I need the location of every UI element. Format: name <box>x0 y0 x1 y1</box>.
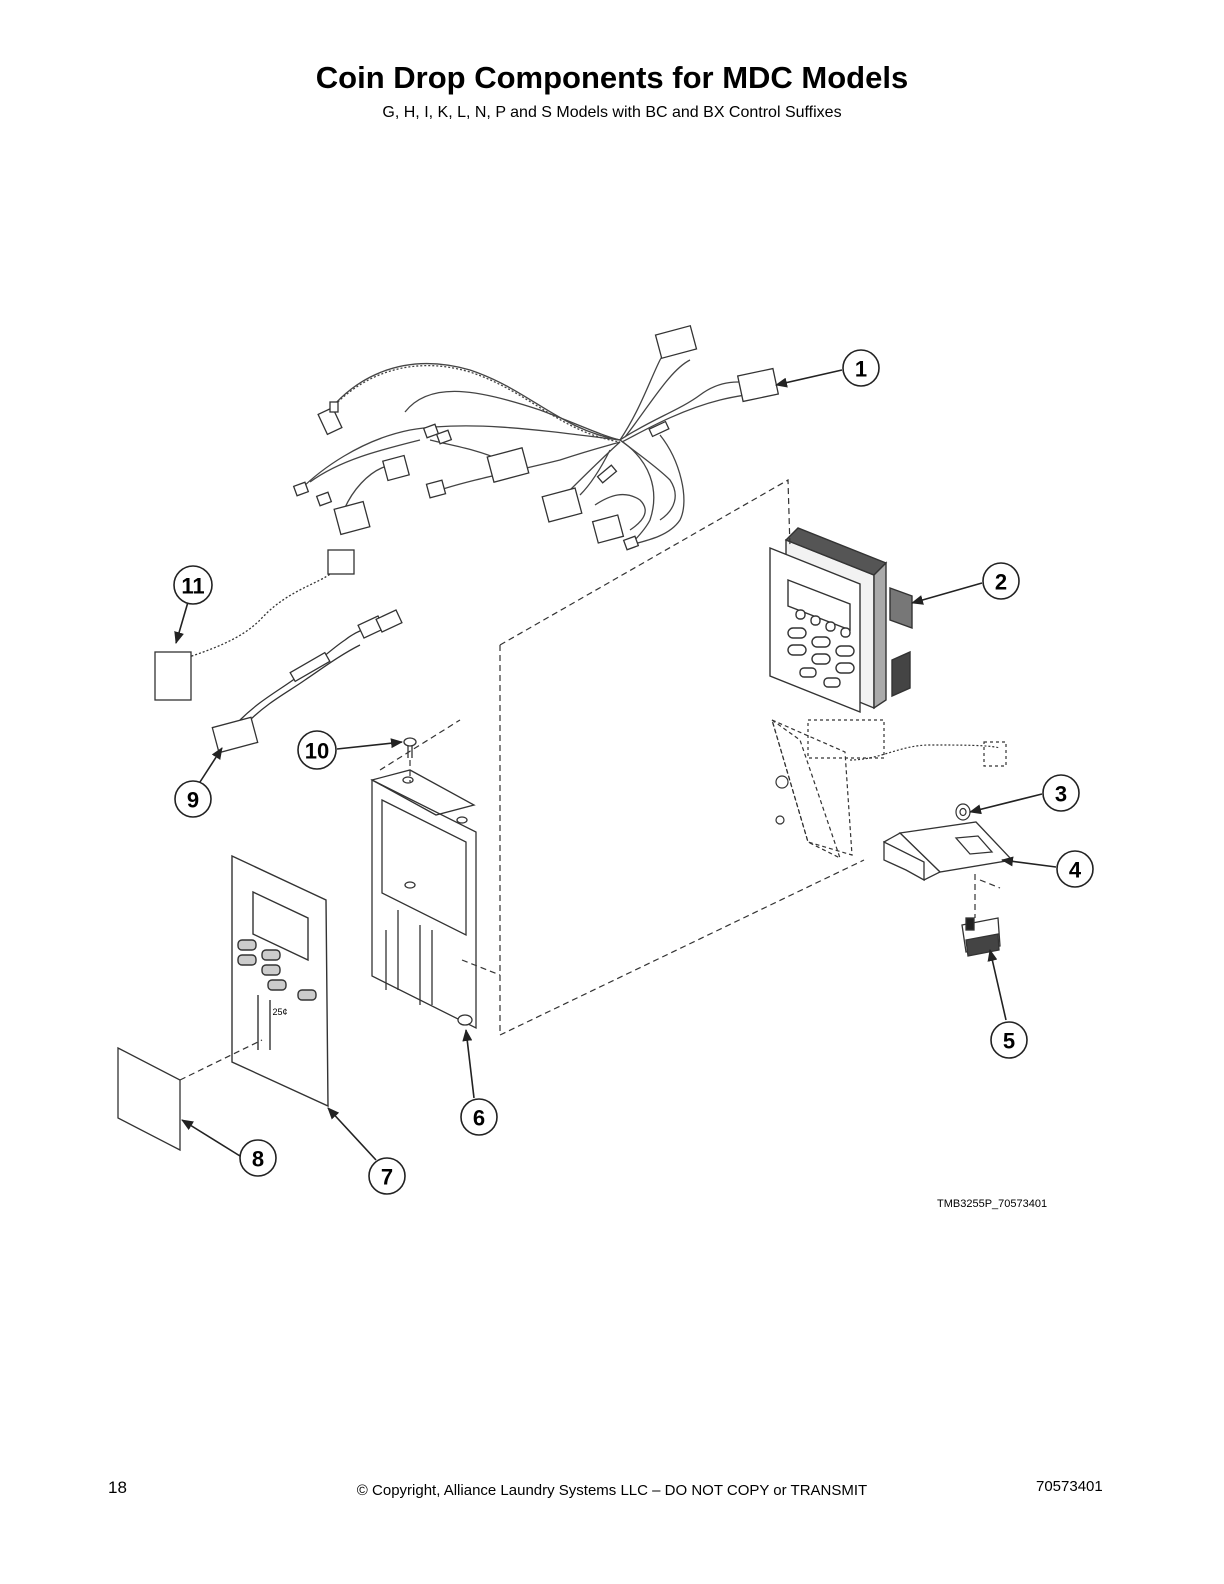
callout-7: 7 <box>368 1157 406 1195</box>
callout-6: 6 <box>460 1098 498 1136</box>
control-overlay-decal <box>231 854 329 1108</box>
page-number: 18 <box>108 1478 127 1497</box>
callout-3: 3 <box>1042 774 1080 812</box>
callout-10: 10 <box>297 730 337 770</box>
callout-8: 8 <box>239 1139 277 1177</box>
assembly-lines <box>179 478 1001 1081</box>
callout-3-label: 3 <box>1055 782 1067 807</box>
coin-label: 25¢ <box>272 1007 287 1017</box>
hex-nut <box>955 803 971 821</box>
coin-harness <box>154 549 355 701</box>
callout-9-label: 9 <box>187 788 199 813</box>
callout-7-label: 7 <box>381 1165 393 1190</box>
coin-mechanism-assembly <box>770 718 1007 860</box>
callout-5: 5 <box>990 1021 1028 1059</box>
callout-leaders <box>174 369 1057 1161</box>
callout-9: 9 <box>174 780 212 818</box>
copyright-notice: © Copyright, Alliance Laundry Systems LL… <box>356 1482 868 1499</box>
callout-8-label: 8 <box>252 1147 264 1172</box>
drawing-id: TMB3255P_70573401 <box>937 1198 1048 1210</box>
callout-1-label: 1 <box>855 357 867 382</box>
electronic-control <box>769 527 913 714</box>
switch-bracket <box>882 821 1014 882</box>
document-number: 70573401 <box>1036 1478 1103 1495</box>
wiring-harness <box>299 339 761 546</box>
callout-4-label: 4 <box>1069 858 1082 883</box>
label-sticker <box>117 1046 181 1152</box>
rocker-switch <box>961 917 1001 957</box>
callout-6-label: 6 <box>473 1106 485 1131</box>
callout-10-label: 10 <box>305 739 329 764</box>
coin-drop-frame <box>370 769 477 1030</box>
switch-harness <box>211 609 403 754</box>
callout-2-label: 2 <box>995 570 1007 595</box>
page-title: Coin Drop Components for MDC Models <box>315 60 909 95</box>
harness-connectors <box>292 324 780 551</box>
callout-2: 2 <box>982 562 1020 600</box>
callout-1: 1 <box>842 349 880 387</box>
callout-11-label: 11 <box>181 574 204 599</box>
callout-4: 4 <box>1056 850 1094 888</box>
page-subtitle: G, H, I, K, L, N, P and S Models with BC… <box>382 104 842 121</box>
callout-11: 11 <box>173 565 213 605</box>
callout-5-label: 5 <box>1003 1029 1015 1054</box>
